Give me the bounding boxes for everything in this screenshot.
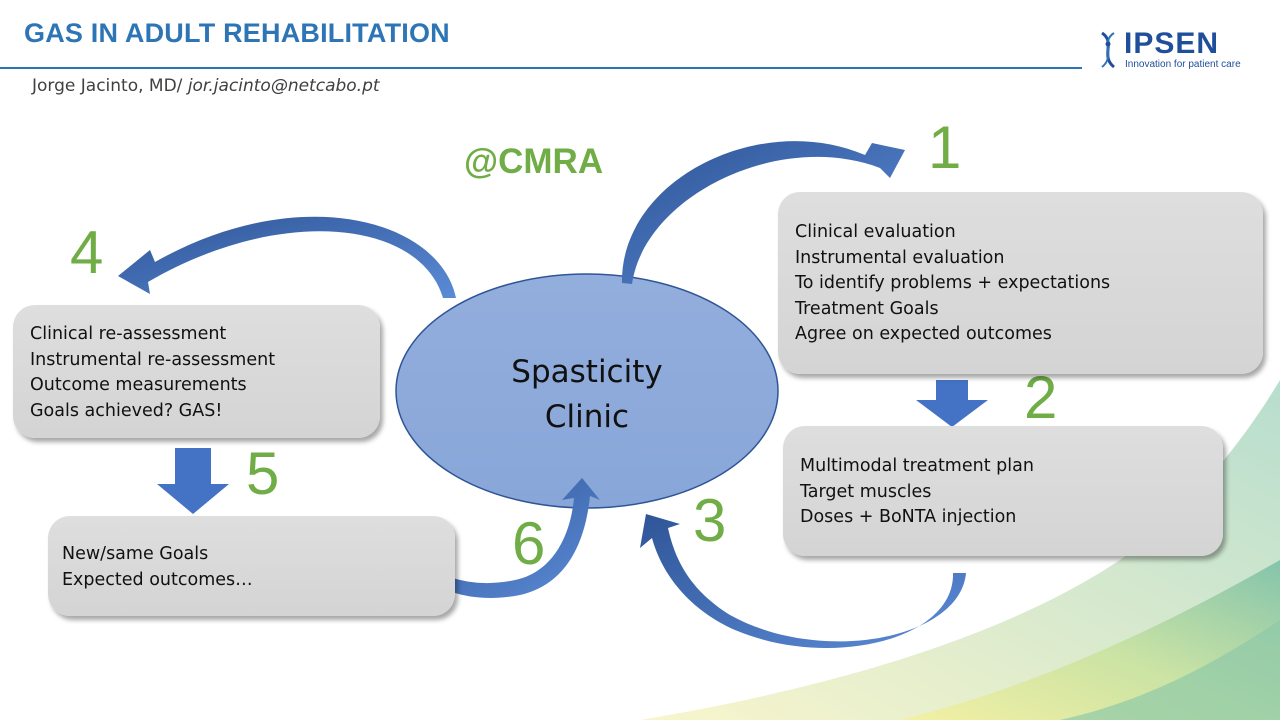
step-4-box: Clinical re-assessment Instrumental re-a…	[13, 305, 380, 438]
step-number-3: 3	[693, 487, 727, 554]
step-number-1: 1	[928, 114, 962, 181]
box-1-line: Treatment Goals	[795, 298, 939, 319]
dna-helix-icon	[1101, 31, 1116, 69]
author-line: Jorge Jacinto, MD/ jor.jacinto@netcabo.p…	[32, 76, 380, 96]
box-2-line: Multimodal treatment plan	[800, 456, 1034, 476]
box-5-line: New/same Goals	[62, 544, 209, 564]
step-number-5: 5	[246, 440, 280, 507]
box-5-line: Expected outcomes…	[62, 569, 253, 590]
box-1-line: To identify problems + expectations	[795, 273, 1111, 293]
box-4-line: Outcome measurements	[30, 375, 247, 395]
box-1-line: Instrumental evaluation	[795, 247, 1005, 268]
logo-word: IPSEN	[1124, 27, 1220, 60]
step-1-box: Clinical evaluation Instrumental evaluat…	[778, 192, 1263, 374]
box-2-line: Target muscles	[800, 481, 932, 502]
slide-title: GAS IN ADULT REHABILITATION	[24, 18, 450, 48]
clinic-line-2: Clinic	[544, 399, 630, 435]
box-1-line: Agree on expected outcomes	[795, 324, 1052, 344]
step-number-6: 6	[512, 510, 546, 577]
logo-tagline: Innovation for patient care	[1125, 59, 1241, 70]
box-4-line: Goals achieved? GAS!	[30, 400, 223, 421]
box-2-line: Doses + BoNTA injection	[800, 507, 1017, 527]
box-4-line: Instrumental re-assessment	[30, 349, 276, 370]
clinic-line-1: Spasticity	[511, 354, 663, 390]
author-email: jor.jacinto@netcabo.pt	[187, 76, 380, 96]
title-divider	[0, 67, 1082, 69]
arrow-to-step-2	[916, 380, 988, 427]
arrow-to-step-4	[118, 216, 456, 298]
step-number-4: 4	[70, 219, 104, 286]
step-2-box: Multimodal treatment plan Target muscles…	[783, 426, 1223, 556]
box-1-line: Clinical evaluation	[795, 222, 956, 242]
arrow-to-step-1	[621, 141, 905, 284]
cmra-label: @CMRA	[464, 142, 604, 181]
box-4-line: Clinical re-assessment	[30, 324, 227, 344]
author-name: Jorge Jacinto, MD/	[32, 76, 188, 96]
arrow-to-step-3	[640, 514, 966, 649]
ipsen-logo: IPSEN Innovation for patient care	[1096, 27, 1256, 74]
step-5-box: New/same Goals Expected outcomes…	[48, 516, 455, 616]
arrow-to-step-5	[157, 448, 229, 514]
arrow-to-step-6	[400, 478, 600, 598]
step-number-2: 2	[1024, 364, 1058, 431]
spasticity-clinic-label: Spasticity Clinic	[396, 350, 778, 440]
